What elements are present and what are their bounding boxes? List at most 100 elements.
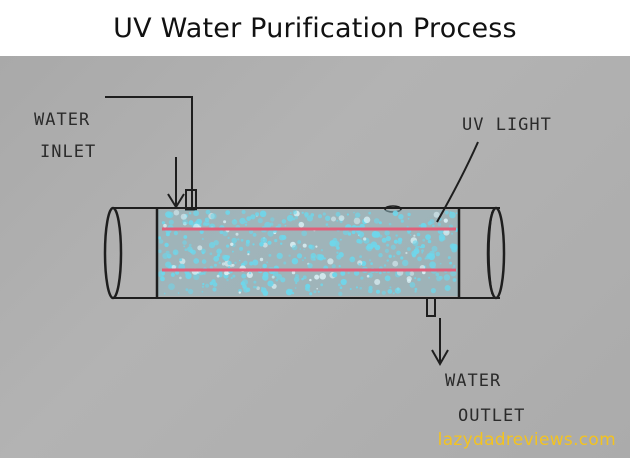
water-particle	[165, 261, 172, 268]
water-particle	[390, 244, 396, 250]
water-particle	[163, 223, 167, 228]
water-particle	[416, 232, 421, 237]
water-particle	[428, 276, 431, 279]
water-particle	[405, 270, 411, 276]
water-particle	[388, 222, 392, 226]
water-particle	[241, 273, 247, 279]
water-particle	[302, 275, 307, 280]
water-particle	[378, 271, 382, 275]
water-particle	[249, 261, 254, 266]
water-particle	[322, 212, 326, 216]
water-particle	[339, 286, 343, 290]
water-particle	[392, 292, 395, 295]
right-end-cap	[486, 206, 506, 300]
water-particle	[259, 210, 267, 218]
watermark: lazydadreviews.com	[437, 430, 616, 450]
water-particle	[444, 285, 451, 291]
water-particle	[320, 249, 324, 252]
water-particle	[309, 278, 312, 282]
water-particle	[431, 245, 438, 252]
water-particle	[168, 283, 175, 290]
water-particle	[171, 272, 175, 276]
water-particle	[288, 254, 291, 257]
water-particle	[193, 258, 200, 264]
water-particle	[433, 211, 440, 218]
water-particle	[268, 253, 272, 257]
water-particle	[340, 278, 347, 286]
water-particle	[393, 239, 398, 244]
water-particle	[356, 230, 359, 234]
water-particle	[374, 244, 381, 251]
water-particle	[336, 251, 339, 254]
water-particle	[413, 234, 416, 237]
water-particle	[177, 292, 180, 294]
water-particle	[286, 214, 294, 222]
water-particle	[275, 278, 279, 282]
water-particle	[392, 260, 399, 267]
water-particle	[420, 244, 426, 249]
water-particle	[443, 218, 448, 223]
water-particle	[346, 213, 349, 216]
water-particle	[358, 239, 363, 244]
water-particle	[449, 211, 456, 219]
water-particle	[393, 255, 396, 258]
water-particle	[414, 290, 417, 293]
water-particle	[396, 250, 401, 256]
water-particle	[425, 234, 431, 241]
water-particle	[230, 242, 234, 246]
water-particle	[299, 248, 302, 250]
water-particle	[414, 277, 417, 280]
water-particle	[398, 214, 404, 220]
water-particle	[304, 212, 309, 217]
water-particle	[388, 254, 392, 258]
water-particle	[216, 274, 220, 278]
water-particle	[306, 215, 313, 222]
water-particle	[369, 259, 371, 262]
water-particle	[336, 246, 340, 250]
water-particle	[171, 265, 176, 270]
water-particle	[210, 213, 217, 220]
water-particle	[437, 222, 441, 226]
water-particle	[402, 259, 409, 267]
water-particle	[203, 272, 206, 275]
water-particle	[409, 234, 412, 236]
water-particle	[165, 232, 170, 237]
water-particle	[301, 230, 308, 237]
water-particle	[361, 260, 367, 267]
water-particle	[201, 285, 205, 288]
water-particle	[447, 256, 451, 260]
water-particle	[368, 285, 373, 290]
water-particle	[262, 274, 269, 281]
water-particle	[292, 210, 297, 215]
water-particle	[421, 249, 424, 253]
water-particle	[226, 244, 230, 248]
water-particle	[315, 245, 318, 248]
water-particle	[240, 238, 244, 242]
water-particle	[340, 270, 346, 276]
water-particle	[231, 219, 238, 225]
water-particle	[351, 256, 354, 260]
water-particle	[276, 252, 283, 259]
water-particle	[419, 246, 422, 249]
water-particle	[317, 290, 320, 293]
uv-light-leader-line	[436, 141, 479, 223]
water-particle	[295, 281, 298, 285]
water-particle	[409, 282, 416, 288]
water-particle	[247, 250, 251, 254]
water-particle	[379, 234, 383, 238]
water-particle	[383, 264, 387, 267]
outlet-arrow-head	[431, 349, 449, 367]
water-particle	[174, 252, 177, 255]
water-particle	[363, 216, 371, 224]
water-particle	[161, 221, 165, 225]
water-particle	[232, 274, 236, 278]
water-particle	[331, 264, 336, 269]
water-particle	[392, 210, 399, 217]
water-particle	[295, 274, 299, 279]
water-particle	[289, 212, 292, 215]
water-particle	[209, 252, 213, 256]
water-particle	[368, 211, 372, 215]
water-particle	[381, 290, 386, 295]
water-particle	[298, 221, 305, 228]
water-inlet-label-line1: WATER	[34, 110, 90, 130]
